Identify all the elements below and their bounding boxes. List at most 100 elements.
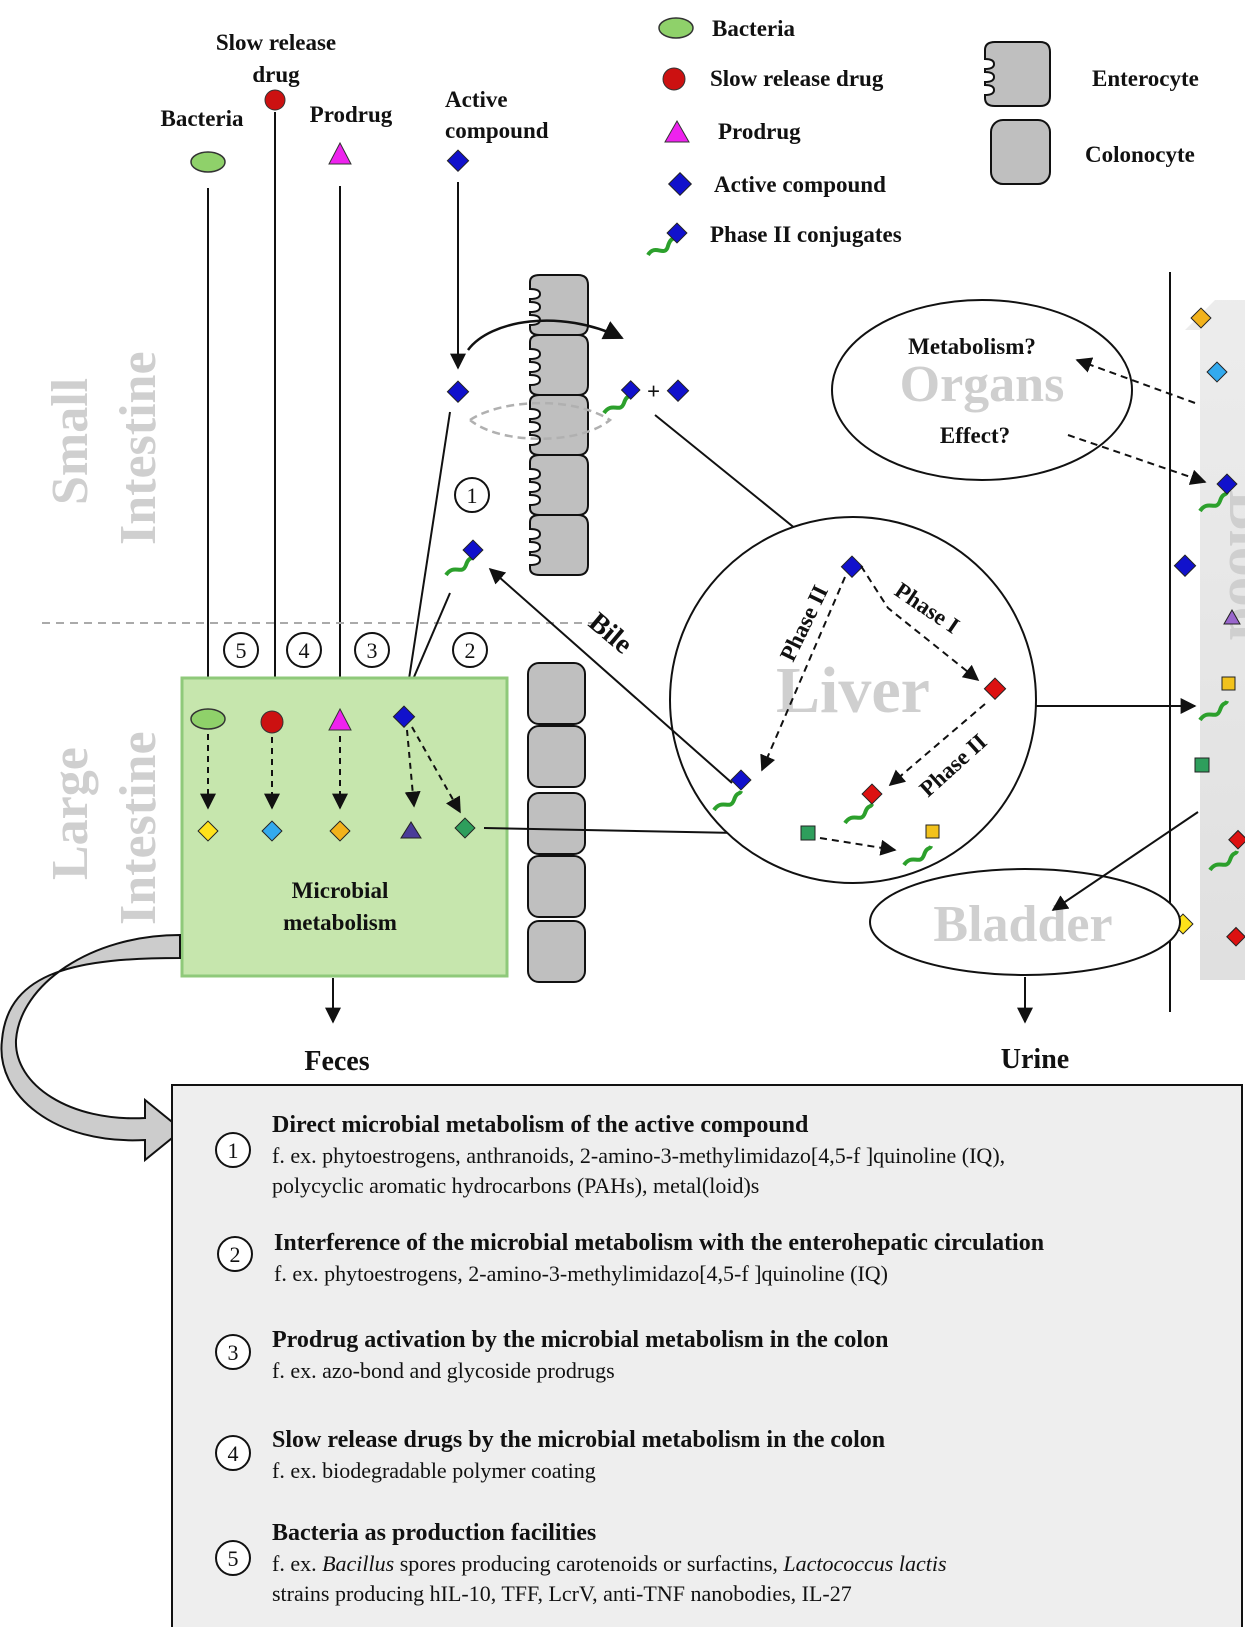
note-3: 3 Prodrug activation by the microbial me… (215, 1327, 888, 1383)
liver-phase2-conjugate-a (712, 769, 752, 812)
metabolite-green (454, 817, 476, 839)
big-curved-arrow (0, 933, 184, 1163)
metabolite-yellow (197, 820, 219, 842)
step-2-number: 2 (465, 638, 476, 663)
note-3-number: 3 (228, 1340, 239, 1365)
enterocyte-cell (529, 514, 589, 576)
note-3-title: Prodrug activation by the microbial meta… (272, 1327, 888, 1353)
organs-label: Organs (900, 356, 1065, 413)
note-2: 2 Interference of the microbial metaboli… (217, 1230, 1044, 1286)
region-small-1: Small (42, 378, 99, 505)
note-3-circle (215, 1334, 251, 1370)
feces-label: Feces (304, 1046, 369, 1077)
organs-ellipse (831, 299, 1133, 481)
colonocyte-column (527, 662, 586, 983)
liver-label: Liver (776, 654, 930, 727)
region-labels: Small Intestine Large Intestine (42, 351, 167, 925)
enterocyte-cell (529, 334, 589, 396)
colon-bacteria (190, 708, 226, 730)
colonocyte-cell (527, 725, 586, 788)
input-arrows (200, 112, 466, 700)
liver-phase-arrows (760, 565, 986, 856)
blood-active-compound (1173, 554, 1197, 578)
note-2-title: Interference of the microbial metabolism… (274, 1230, 1044, 1256)
enterocyte-column (529, 274, 589, 576)
input-active-label-1: Active (445, 87, 508, 112)
note-1: 1 Direct microbial metabolism of the act… (215, 1112, 1005, 1198)
bile-arrow (488, 567, 733, 784)
arrow-active-to-colon (399, 411, 451, 707)
input-bacteria-label: Bacteria (160, 106, 244, 131)
microbial-label-2: metabolism (283, 910, 397, 935)
legend-prodrug-label: Prodrug (718, 119, 801, 144)
enterocyte-cell (529, 394, 589, 456)
legend-enterocyte-icon (984, 41, 1051, 107)
note-5-mid: spores producing carotenoids or surfacti… (394, 1551, 783, 1576)
blood-cyan-metabolite (1206, 361, 1228, 383)
blood-conjugate-blue (1198, 473, 1238, 513)
step-2-circle (452, 632, 488, 668)
note-5-lactococcus: Lactococcus lactis (782, 1551, 946, 1576)
note-1-number: 1 (228, 1138, 239, 1163)
blood-orange-metabolite (1190, 307, 1212, 329)
region-large-1: Large (42, 747, 99, 880)
note-2-circle (217, 1236, 253, 1272)
step-1-circle (454, 477, 490, 513)
liver-green-metabolite (800, 825, 816, 841)
legend-bacteria-label: Bacteria (712, 16, 796, 41)
note-5-pre: f. ex. (272, 1551, 322, 1576)
blood-purple-triangle (1223, 608, 1241, 625)
input-slow-release-icon (264, 89, 286, 111)
input-active-compound-icon (446, 149, 470, 173)
legend-bacteria-icon (658, 17, 694, 39)
effect-question: Effect? (940, 423, 1010, 448)
bile-label: Bile (583, 607, 639, 661)
absorbed-conjugate (602, 380, 641, 415)
step-5-circle (223, 632, 259, 668)
legend-slow-release-icon (662, 67, 686, 91)
arrow-blood-to-bladder (1051, 811, 1199, 911)
plus-sign: + (647, 379, 660, 404)
step-3-number: 3 (367, 638, 378, 663)
liver-phase1-product (983, 677, 1007, 701)
note-4: 4 Slow release drugs by the microbial me… (215, 1427, 885, 1483)
note-1-line2: polycyclic aromatic hydrocarbons (PAHs),… (272, 1173, 759, 1198)
lumen-conjugate (444, 539, 484, 577)
colon-active-compound (392, 705, 416, 729)
region-large-2: Intestine (110, 731, 167, 925)
note-1-circle (215, 1132, 251, 1168)
bladder-label: Bladder (933, 896, 1112, 953)
legend-colonocyte-icon (990, 119, 1051, 185)
blood-green-metabolite (1194, 757, 1210, 773)
liver-circle (669, 516, 1037, 884)
note-2-number: 2 (230, 1242, 241, 1267)
bladder-ellipse (869, 868, 1181, 976)
note-4-circle (215, 1435, 251, 1471)
blood-conjugate-yellow (1198, 676, 1236, 722)
metabolite-orange (329, 820, 351, 842)
note-5-number: 5 (228, 1546, 239, 1571)
step-1-number: 1 (467, 483, 478, 508)
liver-active-compound (840, 555, 864, 579)
absorption-curve-arrow (466, 319, 624, 351)
step-5-number: 5 (236, 638, 247, 663)
metabolite-cyan (261, 820, 283, 842)
efflux-loop (469, 401, 613, 440)
colon-slow-release (260, 710, 284, 734)
note-5-title: Bacteria as production facilities (272, 1520, 596, 1546)
note-5-circle (215, 1540, 251, 1576)
note-5-line1: f. ex. Bacillus spores producing caroten… (272, 1551, 947, 1576)
legend: Bacteria Slow release drug Prodrug Activ… (646, 16, 1199, 257)
note-3-line1: f. ex. azo-bond and glycoside prodrugs (272, 1358, 615, 1383)
absorbed-active-compound (666, 379, 690, 403)
legend-colonocyte-label: Colonocyte (1085, 142, 1195, 167)
note-5-line2: strains producing hIL-10, TFF, LcrV, ant… (272, 1581, 852, 1606)
input-bacteria-icon (190, 151, 226, 173)
input-prodrug-icon (328, 141, 352, 165)
lumen-active-compound (446, 380, 470, 404)
legend-phase2-conjugate-icon (646, 222, 688, 257)
colonocyte-cell (527, 920, 586, 983)
legend-active-compound-icon (667, 171, 693, 197)
enterocyte-cell (529, 274, 589, 336)
